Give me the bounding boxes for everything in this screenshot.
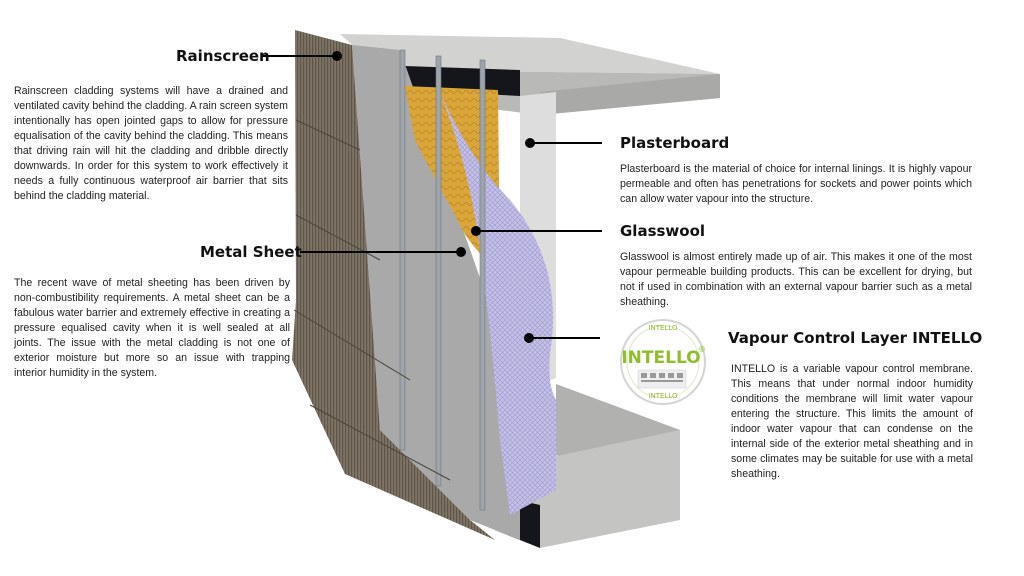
rainscreen-heading: Rainscreen — [176, 47, 270, 65]
plasterboard-heading: Plasterboard — [620, 134, 730, 152]
rainscreen-cladding — [292, 30, 495, 540]
intello-logo: INTELLO INTELLO ® INTELLO — [620, 319, 706, 405]
intello-membrane-layer — [440, 92, 556, 515]
metal-sheet-description: The recent wave of metal sheeting has be… — [14, 277, 290, 379]
intello-description: INTELLO is a variable vapour control mem… — [731, 363, 973, 480]
rainscreen-description: Rainscreen cladding systems will have a … — [14, 85, 288, 202]
plasterboard-description: Plasterboard is the material of choice f… — [620, 163, 972, 205]
leader-dots — [332, 51, 535, 343]
metal-sheet-heading: Metal Sheet — [200, 243, 302, 261]
glasswool-heading: Glasswool — [620, 222, 706, 240]
intello-logo-registered: ® — [698, 345, 706, 354]
intello-heading: Vapour Control Layer INTELLO — [728, 329, 983, 347]
metal-studs — [399, 49, 486, 511]
intello-logo-brand: INTELLO — [621, 348, 700, 368]
intello-logo-ring-text: INTELLO — [648, 324, 678, 332]
intello-logo-ring-text-bottom: INTELLO — [648, 392, 678, 400]
leader-lines — [262, 55, 602, 339]
glasswool-description: Glasswool is almost entirely made up of … — [620, 251, 972, 308]
